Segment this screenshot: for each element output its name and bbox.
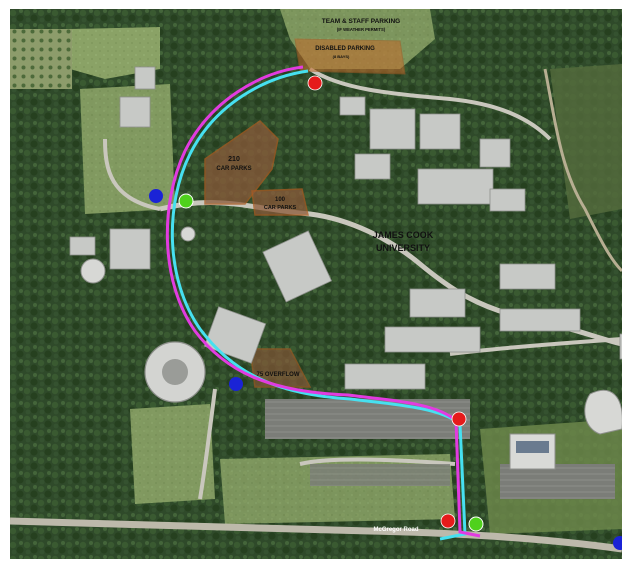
buildings-north-east: [339, 96, 526, 212]
marker-green-entrance[interactable]: [468, 516, 484, 532]
water-tank-small: [180, 226, 196, 242]
route-magenta: [165, 65, 481, 538]
marker-blue-overflow[interactable]: [229, 377, 243, 391]
south-east-car-park[interactable]: [500, 464, 615, 499]
main-car-park[interactable]: [265, 399, 470, 439]
south-west-road: [198, 388, 217, 500]
north-service-road: [308, 67, 552, 141]
marker-blue-west[interactable]: [149, 189, 163, 203]
grass-area-west: [80, 84, 175, 214]
west-road: [103, 138, 161, 211]
label-university-line2: UNIVERSITY: [376, 243, 430, 253]
label-disabled-parking: DISABLED PARKING: [315, 46, 375, 52]
label-university-line1: JAMES COOK: [373, 230, 434, 240]
buildings-west: [69, 66, 156, 270]
orchard-area: [10, 29, 72, 89]
label-overflow: 75 OVERFLOW: [256, 372, 299, 378]
marker-red-carpark[interactable]: [451, 411, 467, 427]
grass-area-northwest: [70, 27, 160, 79]
building-far-east: [584, 389, 622, 435]
water-tank: [80, 258, 106, 284]
round-building-inner: [162, 359, 188, 385]
buildings-central: [203, 230, 622, 390]
campus-map[interactable]: TEAM & STAFF PARKING (IF WEATHER PERMITS…: [10, 9, 622, 559]
parking-zone-210[interactable]: [204, 120, 279, 205]
route-cyan: [170, 69, 467, 541]
label-mcgregor-road: McGregor Road: [373, 527, 418, 533]
marker-blue-south-east[interactable]: [613, 536, 622, 550]
label-disabled-sub: (8 BAYS): [333, 54, 350, 59]
building-south-east-roof: [516, 441, 549, 453]
grass-area-south-west: [130, 404, 215, 504]
marker-green-west[interactable]: [178, 193, 194, 209]
label-100-text: CAR PARKS: [264, 205, 297, 211]
label-100-num: 100: [275, 197, 286, 203]
marker-red-north[interactable]: [307, 75, 323, 91]
label-210-text: CAR PARKS: [216, 166, 251, 172]
label-210-num: 210: [228, 156, 240, 163]
road-mcgregor: [10, 517, 622, 553]
label-team-staff-parking: TEAM & STAFF PARKING: [322, 18, 400, 25]
grass-area-east: [550, 64, 622, 219]
south-car-park[interactable]: [310, 464, 450, 486]
parking-zone-north[interactable]: [294, 38, 406, 75]
marker-red-entrance[interactable]: [440, 513, 456, 529]
parking-zone-100[interactable]: [251, 188, 309, 216]
label-team-staff-sub: (IF WEATHER PERMITS): [337, 27, 386, 32]
southern-access-road: [299, 457, 456, 466]
east-track: [543, 68, 622, 273]
